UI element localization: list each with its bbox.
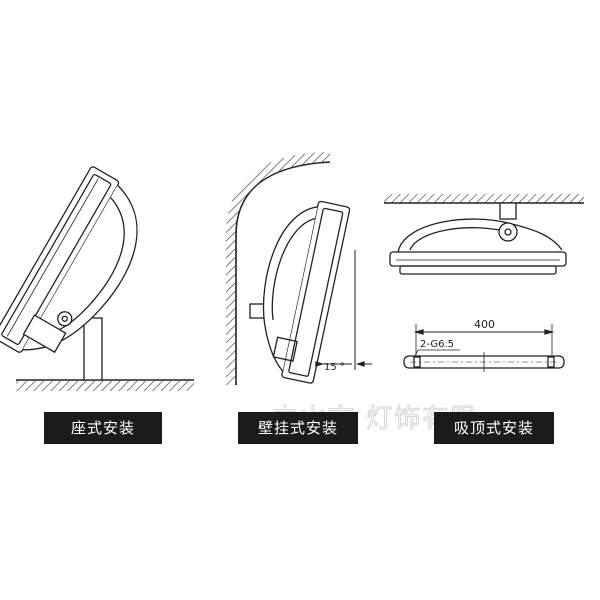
- angle-label: 15 °: [324, 362, 345, 373]
- wall-mount-figure: [226, 152, 372, 385]
- length-label: 400: [474, 318, 495, 331]
- ceiling-stem: [499, 202, 517, 220]
- ceiling-mount-figure: [384, 194, 584, 372]
- ceiling-lamp-frame: [389, 251, 567, 267]
- ceiling-hatch: [384, 194, 584, 203]
- floor-post: [83, 317, 103, 381]
- wall-mount-label: 壁挂式安装: [238, 412, 358, 444]
- ceiling-lamp-housing: [397, 218, 563, 253]
- floor-mount-label: 座式安装: [44, 412, 162, 444]
- ceiling-mount-label: 吸顶式安装: [434, 412, 554, 444]
- floor-mount-figure: [0, 166, 194, 391]
- floor-hatch: [16, 381, 194, 391]
- holes-label: 2-G6.5: [420, 339, 454, 350]
